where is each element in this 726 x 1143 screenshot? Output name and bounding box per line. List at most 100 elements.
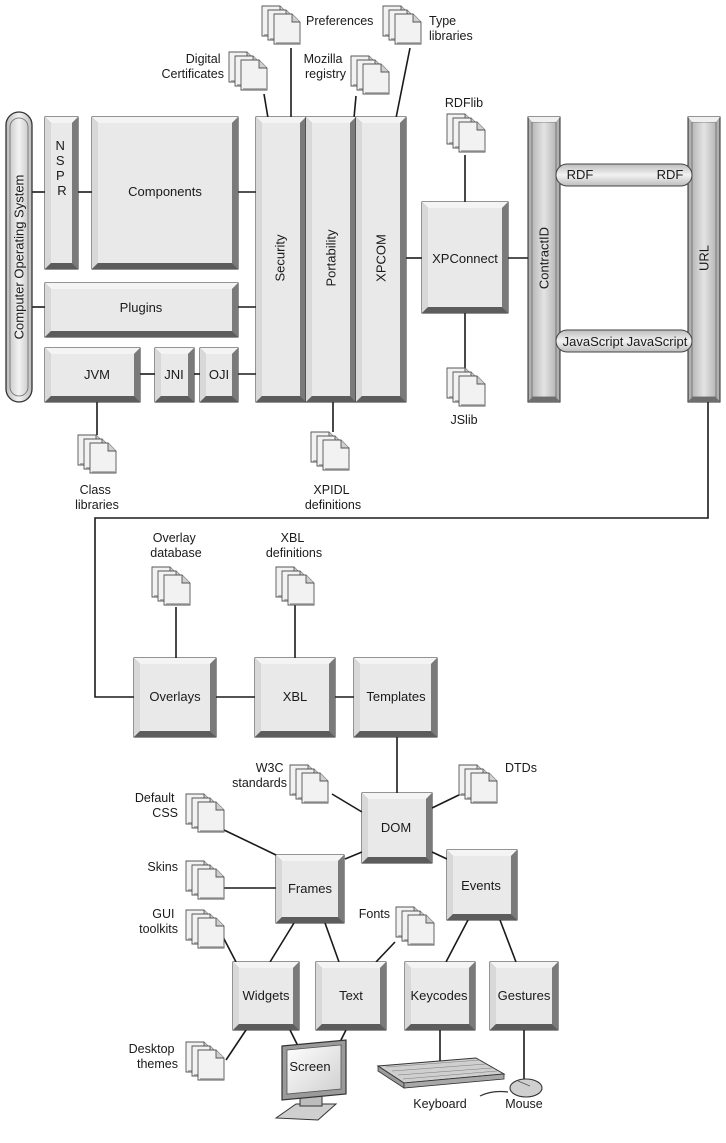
digital-certificates-line1: Digital: [186, 52, 221, 66]
text-label: Text: [339, 988, 363, 1003]
dom-label: DOM: [381, 820, 411, 835]
events-label: Events: [461, 878, 501, 893]
keycodes-label: Keycodes: [410, 988, 468, 1003]
frames-label: Frames: [288, 881, 333, 896]
portability-box: [305, 116, 357, 403]
nspr-p: P: [56, 168, 64, 183]
class-libraries-label: Class libraries: [75, 483, 119, 512]
overlay-database-icon: [151, 566, 191, 606]
keyboard-label: Keyboard: [413, 1097, 467, 1111]
xpidl-definitions-label: XPIDL definitions: [305, 483, 361, 512]
templates-box: [353, 657, 438, 738]
xbl-label: XBL: [283, 689, 308, 704]
oji-box: [199, 347, 239, 403]
digital-certificates-label: Digital Certificates: [161, 52, 224, 81]
desktop-themes-label: Desktop themes: [129, 1042, 178, 1071]
overlay-database-label: Overlay database: [150, 531, 201, 560]
xpidl-definitions-line2: definitions: [305, 498, 361, 512]
text-box: [315, 961, 387, 1031]
default-css-line2: CSS: [152, 806, 178, 820]
mozilla-registry-line2: registry: [305, 67, 347, 81]
xbl-definitions-line1: XBL: [281, 531, 305, 545]
keyboard-icon: Keyboard: [376, 1057, 506, 1111]
preferences-icon: [261, 5, 301, 45]
mouse-label: Mouse: [505, 1097, 543, 1111]
url-column: [687, 116, 721, 403]
fonts-label: Fonts: [359, 907, 390, 921]
nspr-r: R: [57, 183, 66, 198]
desktop-themes-line2: themes: [137, 1057, 178, 1071]
oji-label: OJI: [209, 367, 229, 382]
components-label: Components: [128, 184, 202, 199]
class-libraries-line1: Class: [80, 483, 111, 497]
w3c-standards-line2: standards: [232, 776, 287, 790]
components-box: [91, 116, 239, 270]
javascript-bar: JavaScript JavaScript: [555, 329, 693, 353]
gestures-box: [489, 961, 559, 1031]
digital-certificates-line2: Certificates: [161, 67, 224, 81]
type-libraries-label: Type libraries: [429, 14, 473, 43]
w3c-standards-label: W3C standards: [232, 761, 287, 790]
javascript-left-label: JavaScript: [563, 334, 624, 349]
component-boxes: [44, 116, 721, 1031]
security-box: [255, 116, 307, 403]
gui-toolkits-icon: [185, 909, 225, 949]
jni-label: JNI: [164, 367, 184, 382]
preferences-label: Preferences: [306, 14, 373, 28]
widgets-box: [232, 961, 300, 1031]
type-libraries-line1: Type: [429, 14, 456, 28]
keycodes-box: [404, 961, 476, 1031]
javascript-right-label: JavaScript: [627, 334, 688, 349]
jni-box: [154, 347, 195, 403]
overlay-database-line2: database: [150, 546, 201, 560]
xbl-definitions-icon: [275, 566, 315, 606]
digital-certificates-icon: [228, 51, 268, 91]
screen-label: Screen: [289, 1059, 330, 1074]
portability-label: Portability: [324, 229, 339, 287]
class-libraries-line2: libraries: [75, 498, 119, 512]
xpconnect-label: XPConnect: [432, 251, 498, 266]
templates-label: Templates: [366, 689, 426, 704]
xbl-definitions-line2: definitions: [266, 546, 322, 560]
plugins-label: Plugins: [120, 300, 163, 315]
w3c-standards-icon: [289, 764, 329, 804]
xbl-definitions-label: XBL definitions: [266, 531, 322, 560]
gui-toolkits-line2: toolkits: [139, 922, 178, 936]
xpidl-definitions-line1: XPIDL: [313, 483, 349, 497]
jvm-label: JVM: [84, 367, 110, 382]
mozilla-registry-line1: Mozilla: [304, 52, 343, 66]
nspr-label: N S P R: [55, 138, 68, 198]
events-box: [446, 849, 518, 921]
monitor-icon: Screen: [274, 1039, 347, 1121]
security-label: Security: [273, 234, 288, 281]
rdf-bar: RDF RDF: [555, 163, 693, 187]
overlay-database-line1: Overlay: [153, 531, 197, 545]
gui-toolkits-line1: GUI: [152, 907, 174, 921]
url-label: URL: [697, 245, 712, 271]
nspr-s: S: [56, 153, 65, 168]
document-labels: Preferences Type libraries Digital Certi…: [75, 14, 537, 1071]
default-css-line1: Default: [135, 791, 175, 805]
jslib-icon: [446, 367, 486, 407]
xpconnect-box: [421, 201, 509, 314]
type-libraries-line2: libraries: [429, 29, 473, 43]
desktop-themes-line1: Desktop: [129, 1042, 175, 1056]
xbl-box: [254, 657, 336, 738]
xpidl-definitions-icon: [310, 431, 350, 471]
mozilla-registry-icon: [350, 55, 390, 95]
contractid-label: ContractID: [537, 227, 552, 289]
rdflib-icon: [446, 113, 486, 153]
mozilla-registry-label: Mozilla registry: [304, 52, 347, 81]
frames-box: [275, 854, 345, 924]
class-libraries-icon: [77, 434, 117, 474]
fonts-icon: [395, 906, 435, 946]
w3c-standards-line1: W3C: [256, 761, 284, 775]
widgets-label: Widgets: [243, 988, 290, 1003]
xpcom-label: XPCOM: [374, 234, 389, 282]
rdflib-label: RDFlib: [445, 96, 483, 110]
default-css-label: Default CSS: [135, 791, 178, 820]
jvm-box: [44, 347, 141, 403]
dom-box: [361, 792, 433, 864]
box-labels: N S P R Components Plugins JVM JNI OJI S…: [55, 138, 711, 1003]
